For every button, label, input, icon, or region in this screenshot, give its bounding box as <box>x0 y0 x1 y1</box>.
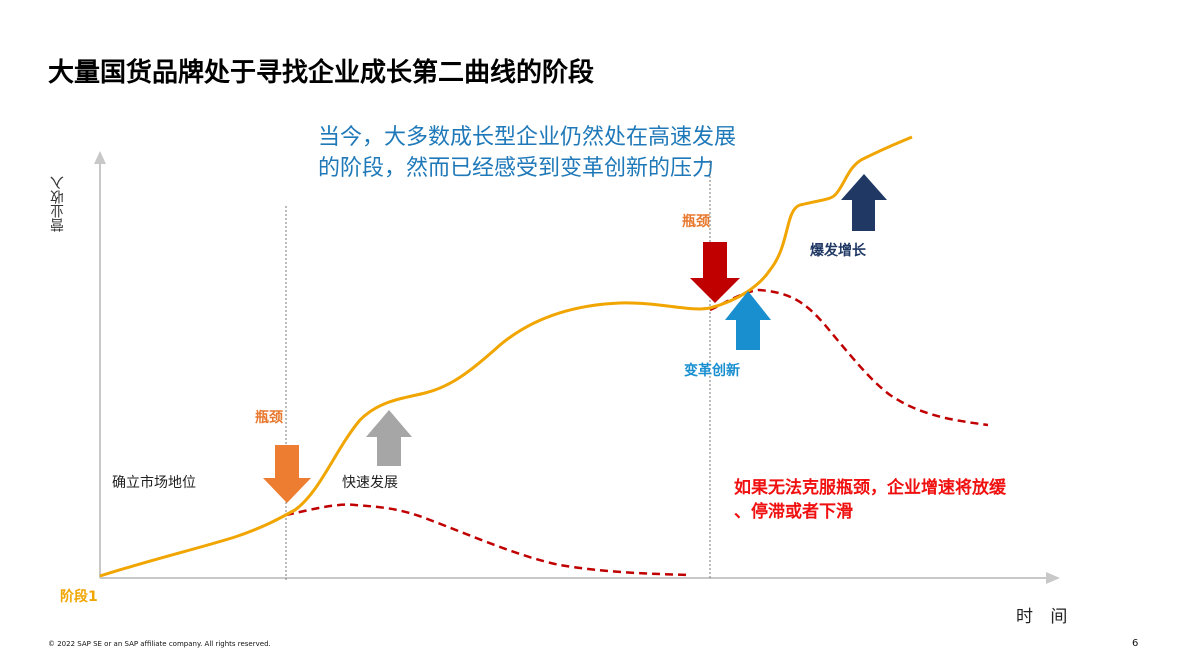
label-establish-position: 确立市场地位 <box>112 475 196 491</box>
slide-title: 大量国货品牌处于寻找企业成长第二曲线的阶段 <box>48 58 595 88</box>
stage-label: 阶段1 <box>60 589 98 605</box>
y-axis-arrow-icon <box>94 151 106 164</box>
page-number: 6 <box>1132 638 1139 649</box>
callout-line-2: 的阶段，然而已经感受到变革创新的压力 <box>318 156 715 181</box>
warning-line-1: 如果无法克服瓶颈，企业增速将放缓 <box>734 478 1006 498</box>
warning-line-2: 、停滞或者下滑 <box>734 502 853 522</box>
bottleneck-2-arrow-down-icon <box>690 242 740 303</box>
label-bottleneck-2: 瓶颈 <box>682 214 710 230</box>
copyright-footer: © 2022 SAP SE or an SAP affiliate compan… <box>48 640 271 648</box>
decline-curve-1 <box>285 503 691 577</box>
axes <box>94 151 1060 584</box>
bottleneck-1-arrow-down-icon <box>263 445 311 503</box>
growth-curve <box>99 135 913 578</box>
label-innovation: 变革创新 <box>684 363 740 379</box>
y-axis-label: 营业收入 <box>50 176 66 232</box>
x-axis-arrow-icon <box>1046 572 1060 584</box>
label-bottleneck-1: 瓶颈 <box>255 410 283 426</box>
callout-line-1: 当今，大多数成长型企业仍然处在高速发展 <box>318 125 737 150</box>
explosive-growth-arrow-up-icon <box>841 174 887 231</box>
label-explosive-growth: 爆发增长 <box>810 243 866 259</box>
x-axis-label: 时 间 <box>1016 607 1074 627</box>
callout-text: 当今，大多数成长型企业仍然处在高速发展 的阶段，然而已经感受到变革创新的压力 <box>318 122 736 184</box>
innovation-arrow-up-icon <box>725 291 771 350</box>
warning-text: 如果无法克服瓶颈，企业增速将放缓 、停滞或者下滑 <box>734 476 1006 524</box>
label-rapid-growth: 快速发展 <box>342 475 398 491</box>
rapid-growth-arrow-up-icon <box>366 410 412 466</box>
